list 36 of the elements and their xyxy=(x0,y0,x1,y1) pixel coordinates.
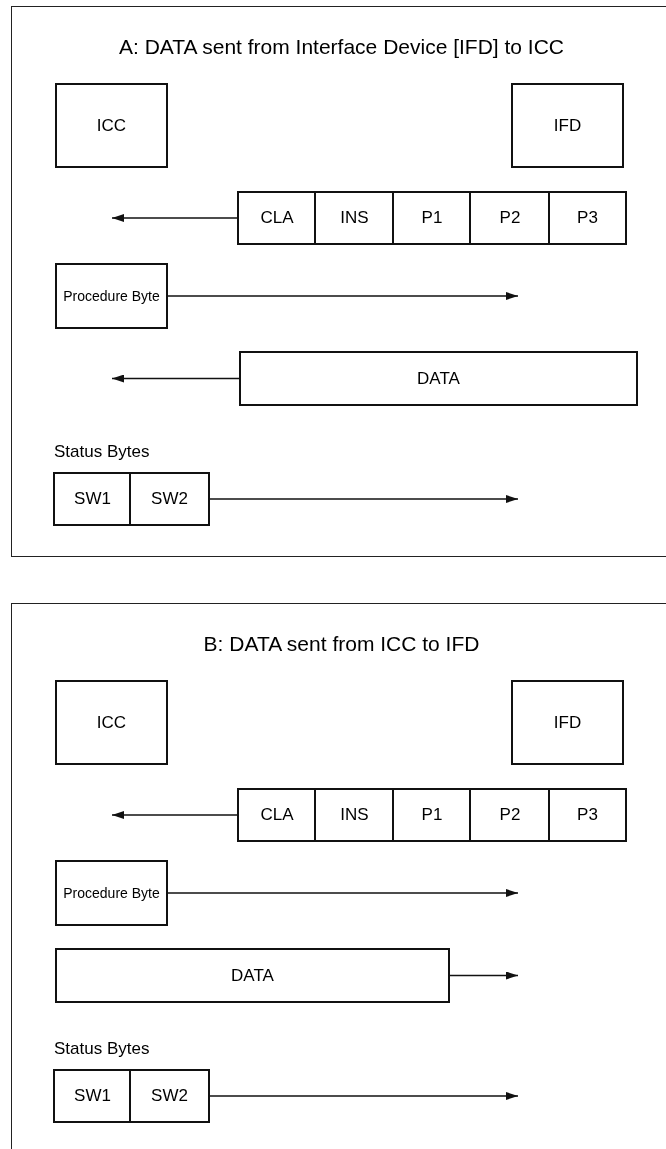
procedure-byte-box: Procedure Byte xyxy=(55,860,168,926)
command-byte-cell: P1 xyxy=(392,788,472,842)
status-byte-cell: SW2 xyxy=(129,472,210,526)
panel-title: A: DATA sent from Interface Device [IFD] to ICC xyxy=(118,35,565,59)
device-box: IFD xyxy=(511,83,624,168)
command-byte-cell: INS xyxy=(314,788,395,842)
arrow xyxy=(111,214,238,222)
group-heading: Status Bytes xyxy=(54,442,150,462)
arrow xyxy=(209,495,519,503)
arrow xyxy=(111,811,238,819)
data-box: DATA xyxy=(239,351,638,406)
command-byte-cell: CLA xyxy=(237,788,317,842)
panel-frame xyxy=(11,6,666,557)
status-byte-cell: SW1 xyxy=(53,1069,132,1123)
arrow xyxy=(449,971,519,980)
command-byte-cell: P3 xyxy=(548,788,627,842)
status-byte-cell: SW2 xyxy=(129,1069,210,1123)
device-box: IFD xyxy=(511,680,624,765)
procedure-byte-box: Procedure Byte xyxy=(55,263,168,329)
status-byte-cell: SW1 xyxy=(53,472,132,526)
panel-title: B: DATA sent from ICC to IFD xyxy=(202,632,481,656)
command-byte-cell: P2 xyxy=(469,191,551,245)
command-byte-cell: INS xyxy=(314,191,395,245)
arrow xyxy=(209,1092,519,1100)
device-box: ICC xyxy=(55,83,168,168)
group-heading: Status Bytes xyxy=(54,1039,150,1059)
panel-frame xyxy=(11,603,666,1149)
device-box: ICC xyxy=(55,680,168,765)
command-byte-cell: P2 xyxy=(469,788,551,842)
arrow xyxy=(111,374,240,383)
command-byte-cell: CLA xyxy=(237,191,317,245)
arrow xyxy=(167,292,519,300)
command-byte-cell: P3 xyxy=(548,191,627,245)
data-box: DATA xyxy=(55,948,450,1003)
command-byte-cell: P1 xyxy=(392,191,472,245)
arrow xyxy=(167,889,519,897)
